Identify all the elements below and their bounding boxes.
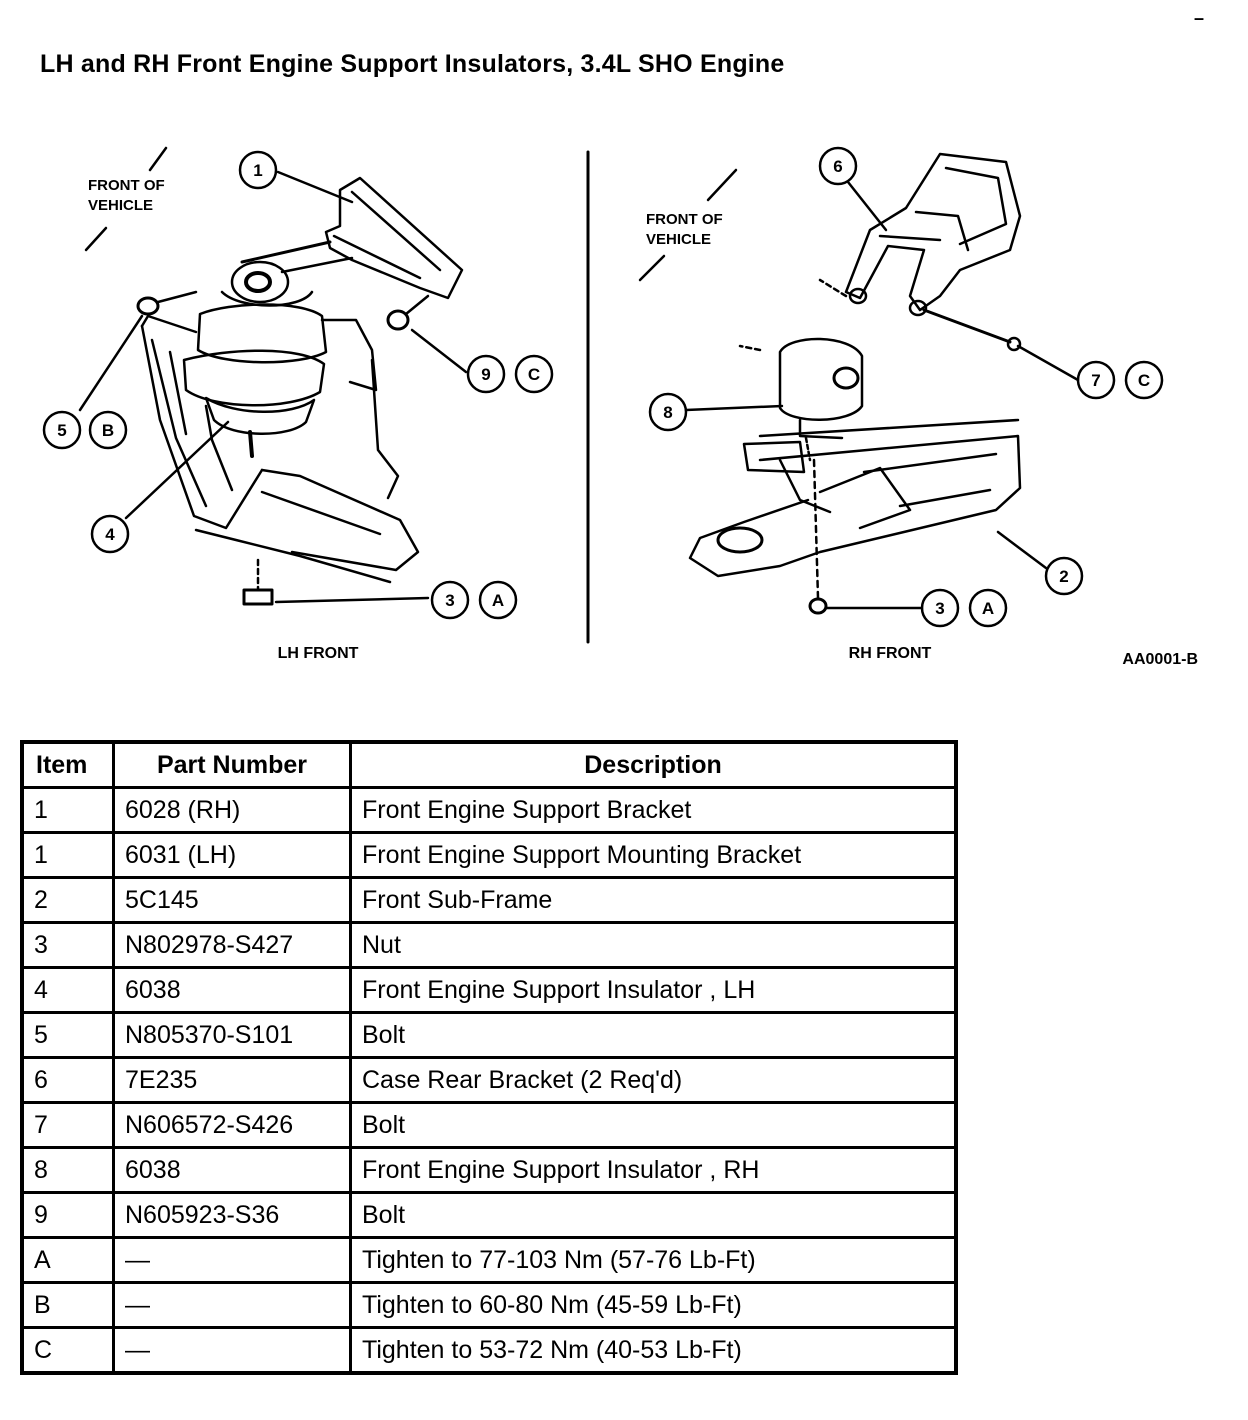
- lh-front-of-vehicle-line1: FRONT OF: [88, 177, 165, 194]
- cell-description: Tighten to 53-72 Nm (40-53 Lb-Ft): [349, 1326, 958, 1375]
- header-part-number: Part Number: [112, 740, 352, 789]
- figure-id-label: AA0001-B: [1122, 651, 1198, 668]
- rh-callout-a: A: [982, 599, 994, 618]
- corner-mark: –: [1194, 8, 1205, 28]
- header-description: Description: [349, 740, 958, 789]
- lh-callout-a: A: [492, 591, 504, 610]
- lh-callout-4: 4: [105, 525, 115, 544]
- cell-item: 6: [20, 1056, 115, 1104]
- lh-callout-5: 5: [57, 421, 66, 440]
- page-title: LH and RH Front Engine Support Insulator…: [40, 50, 785, 78]
- cell-item: 1: [20, 831, 115, 879]
- rh-front-of-vehicle-line1: FRONT OF: [646, 211, 723, 228]
- lh-front-of-vehicle-line2: VEHICLE: [88, 197, 153, 214]
- cell-description: Bolt: [349, 1011, 958, 1059]
- cell-item: 8: [20, 1146, 115, 1194]
- cell-item: 4: [20, 966, 115, 1014]
- cell-item: 5: [20, 1011, 115, 1059]
- cell-description: Tighten to 77-103 Nm (57-76 Lb-Ft): [349, 1236, 958, 1284]
- cell-description: Nut: [349, 921, 958, 969]
- cell-item: 9: [20, 1191, 115, 1239]
- rh-callout-c: C: [1138, 371, 1150, 390]
- cell-part-number: —: [112, 1236, 352, 1284]
- cell-description: Front Sub-Frame: [349, 876, 958, 924]
- cell-part-number: 6031 (LH): [112, 831, 352, 879]
- lh-front-drawing: FRONT OF VEHICLE: [42, 146, 554, 662]
- table-row: B—Tighten to 60-80 Nm (45-59 Lb-Ft): [20, 1281, 958, 1329]
- cell-part-number: 6028 (RH): [112, 786, 352, 834]
- lh-callout-c: C: [528, 365, 540, 384]
- rh-callout-3: 3: [935, 599, 944, 618]
- cell-item: 2: [20, 876, 115, 924]
- cell-part-number: —: [112, 1281, 352, 1329]
- cell-part-number: N606572-S426: [112, 1101, 352, 1149]
- cell-description: Front Engine Support Mounting Bracket: [349, 831, 958, 879]
- rh-front-drawing: FRONT OF VEHICLE: [638, 146, 1164, 662]
- lh-callout-1: 1: [253, 161, 262, 180]
- cell-item: C: [20, 1326, 115, 1375]
- cell-part-number: N605923-S36: [112, 1191, 352, 1239]
- cell-item: 3: [20, 921, 115, 969]
- rh-callout-6: 6: [833, 157, 842, 176]
- rh-callout-7: 7: [1091, 371, 1100, 390]
- cell-description: Bolt: [349, 1191, 958, 1239]
- cell-item: A: [20, 1236, 115, 1284]
- cell-part-number: 7E235: [112, 1056, 352, 1104]
- rh-callout-2: 2: [1059, 567, 1068, 586]
- exploded-view-figure: FRONT OF VEHICLE: [0, 120, 1248, 680]
- rh-front-label: RH FRONT: [849, 645, 932, 662]
- lh-callout-9: 9: [481, 365, 490, 384]
- cell-item: B: [20, 1281, 115, 1329]
- cell-part-number: N805370-S101: [112, 1011, 352, 1059]
- cell-description: Case Rear Bracket (2 Req'd): [349, 1056, 958, 1104]
- cell-description: Front Engine Support Insulator , LH: [349, 966, 958, 1014]
- cell-part-number: —: [112, 1326, 352, 1375]
- rh-callout-8: 8: [663, 403, 672, 422]
- cell-description: Tighten to 60-80 Nm (45-59 Lb-Ft): [349, 1281, 958, 1329]
- cell-part-number: N802978-S427: [112, 921, 352, 969]
- lh-front-label: LH FRONT: [278, 645, 359, 662]
- header-item: Item: [20, 740, 115, 789]
- cell-part-number: 6038: [112, 966, 352, 1014]
- cell-description: Bolt: [349, 1101, 958, 1149]
- rh-front-of-vehicle-line2: VEHICLE: [646, 231, 711, 248]
- cell-item: 1: [20, 786, 115, 834]
- cell-part-number: 6038: [112, 1146, 352, 1194]
- cell-description: Front Engine Support Insulator , RH: [349, 1146, 958, 1194]
- table-row: A—Tighten to 77-103 Nm (57-76 Lb-Ft): [20, 1236, 958, 1284]
- cell-part-number: 5C145: [112, 876, 352, 924]
- table-row: C—Tighten to 53-72 Nm (40-53 Lb-Ft): [20, 1326, 958, 1375]
- cell-item: 7: [20, 1101, 115, 1149]
- lh-callout-3: 3: [445, 591, 454, 610]
- cell-description: Front Engine Support Bracket: [349, 786, 958, 834]
- lh-callout-b: B: [102, 421, 114, 440]
- table-header-row: Item Part Number Description: [20, 740, 958, 789]
